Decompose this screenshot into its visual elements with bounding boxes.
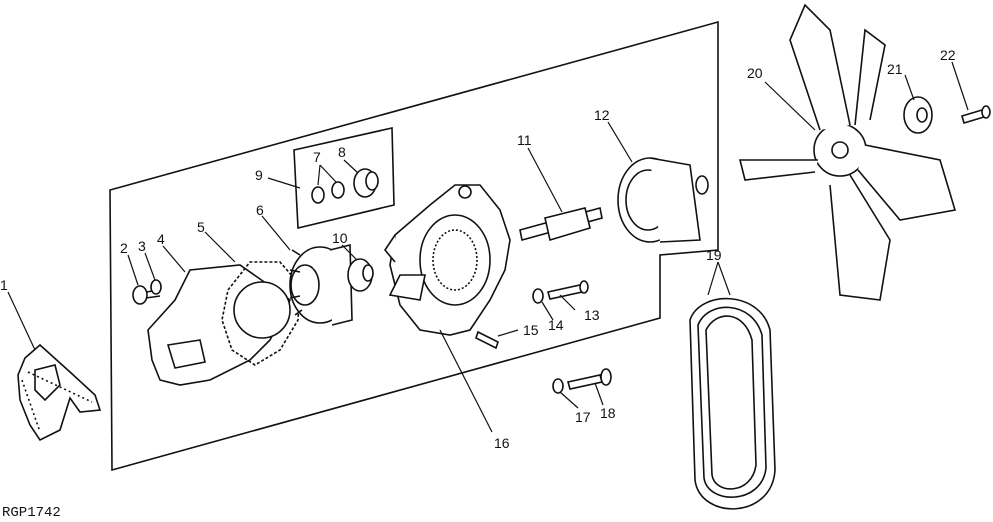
callout-14: 14 <box>548 317 564 333</box>
assembly-panel-outline <box>109 20 719 472</box>
callout-17: 17 <box>575 409 591 425</box>
callout-8: 8 <box>338 144 346 160</box>
callout-15: 15 <box>523 322 539 338</box>
callout-12: 12 <box>594 107 610 123</box>
part-17-washer <box>552 378 564 394</box>
part-6-impeller <box>289 243 353 326</box>
callout-4: 4 <box>157 231 165 247</box>
figure-reference: RGP1742 <box>2 505 61 521</box>
part-12-pulley <box>617 157 709 243</box>
callout-18: 18 <box>600 405 616 421</box>
callout-10: 10 <box>332 230 348 246</box>
part-21-spacer <box>903 96 933 134</box>
part-20-fan <box>738 3 957 301</box>
leader-lines <box>7 61 969 433</box>
part-22-bolt <box>961 105 991 124</box>
part-13-bolt <box>546 280 589 300</box>
callout-19: 19 <box>706 247 722 263</box>
part-15-pin <box>475 330 499 350</box>
part-19-belt <box>689 297 776 510</box>
callout-labels: 1 2 3 4 5 6 7 8 9 10 11 12 13 14 15 16 1… <box>0 47 956 451</box>
part-5-gasket <box>221 261 301 366</box>
callout-9: 9 <box>255 167 263 183</box>
part-11-shaft <box>519 207 603 242</box>
callout-11: 11 <box>517 132 532 148</box>
callout-21: 21 <box>887 61 903 77</box>
part-18-bolt <box>566 368 612 390</box>
callout-6: 6 <box>256 202 264 218</box>
part-1-gasket <box>17 343 102 442</box>
callout-22: 22 <box>940 47 956 63</box>
callout-1: 1 <box>0 277 8 293</box>
part-14-washer <box>532 288 544 304</box>
callout-7: 7 <box>313 149 321 165</box>
part-10-seal <box>347 258 374 292</box>
callout-5: 5 <box>197 219 205 235</box>
callout-20: 20 <box>747 65 763 81</box>
callout-16: 16 <box>494 435 510 451</box>
callout-2: 2 <box>120 240 128 256</box>
part-7-washer <box>311 181 345 204</box>
inset-box <box>293 127 395 230</box>
part-8-seal <box>353 168 379 198</box>
part-16-pump-housing <box>384 184 511 336</box>
part-3-washer <box>150 279 162 295</box>
callout-3: 3 <box>138 238 146 254</box>
callout-13: 13 <box>584 307 600 323</box>
